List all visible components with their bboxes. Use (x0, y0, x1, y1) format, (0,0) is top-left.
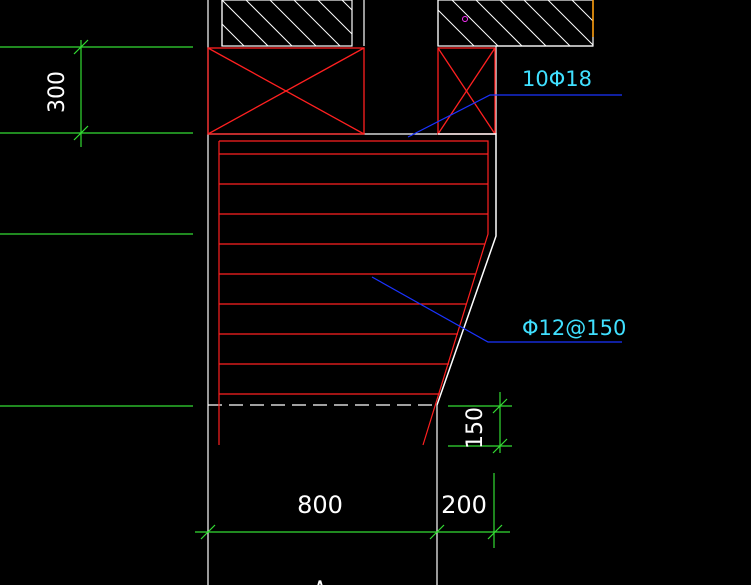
dim-width-main-label: 800 (297, 491, 343, 519)
dim-width-side-label: 200 (441, 491, 487, 519)
marker-dot (462, 16, 468, 22)
rebar-top-bars-label: 10Φ18 (522, 67, 592, 91)
rebar-cage (218, 140, 489, 446)
hatched-wall-left (221, 0, 353, 47)
beam-section-left (207, 47, 365, 135)
beam-section-right (437, 47, 496, 135)
dim-height-top-label: 300 (45, 71, 70, 113)
hatched-wall-right (437, 0, 594, 47)
rebar-stirrup-label: Φ12@150 (522, 316, 626, 340)
dimension-lines (0, 39, 512, 548)
dim-height-bottom-label: 150 (463, 407, 488, 449)
corbel-outline (436, 133, 497, 406)
cut-off-marker: ∧ (313, 573, 328, 585)
leader-lines (371, 94, 622, 343)
